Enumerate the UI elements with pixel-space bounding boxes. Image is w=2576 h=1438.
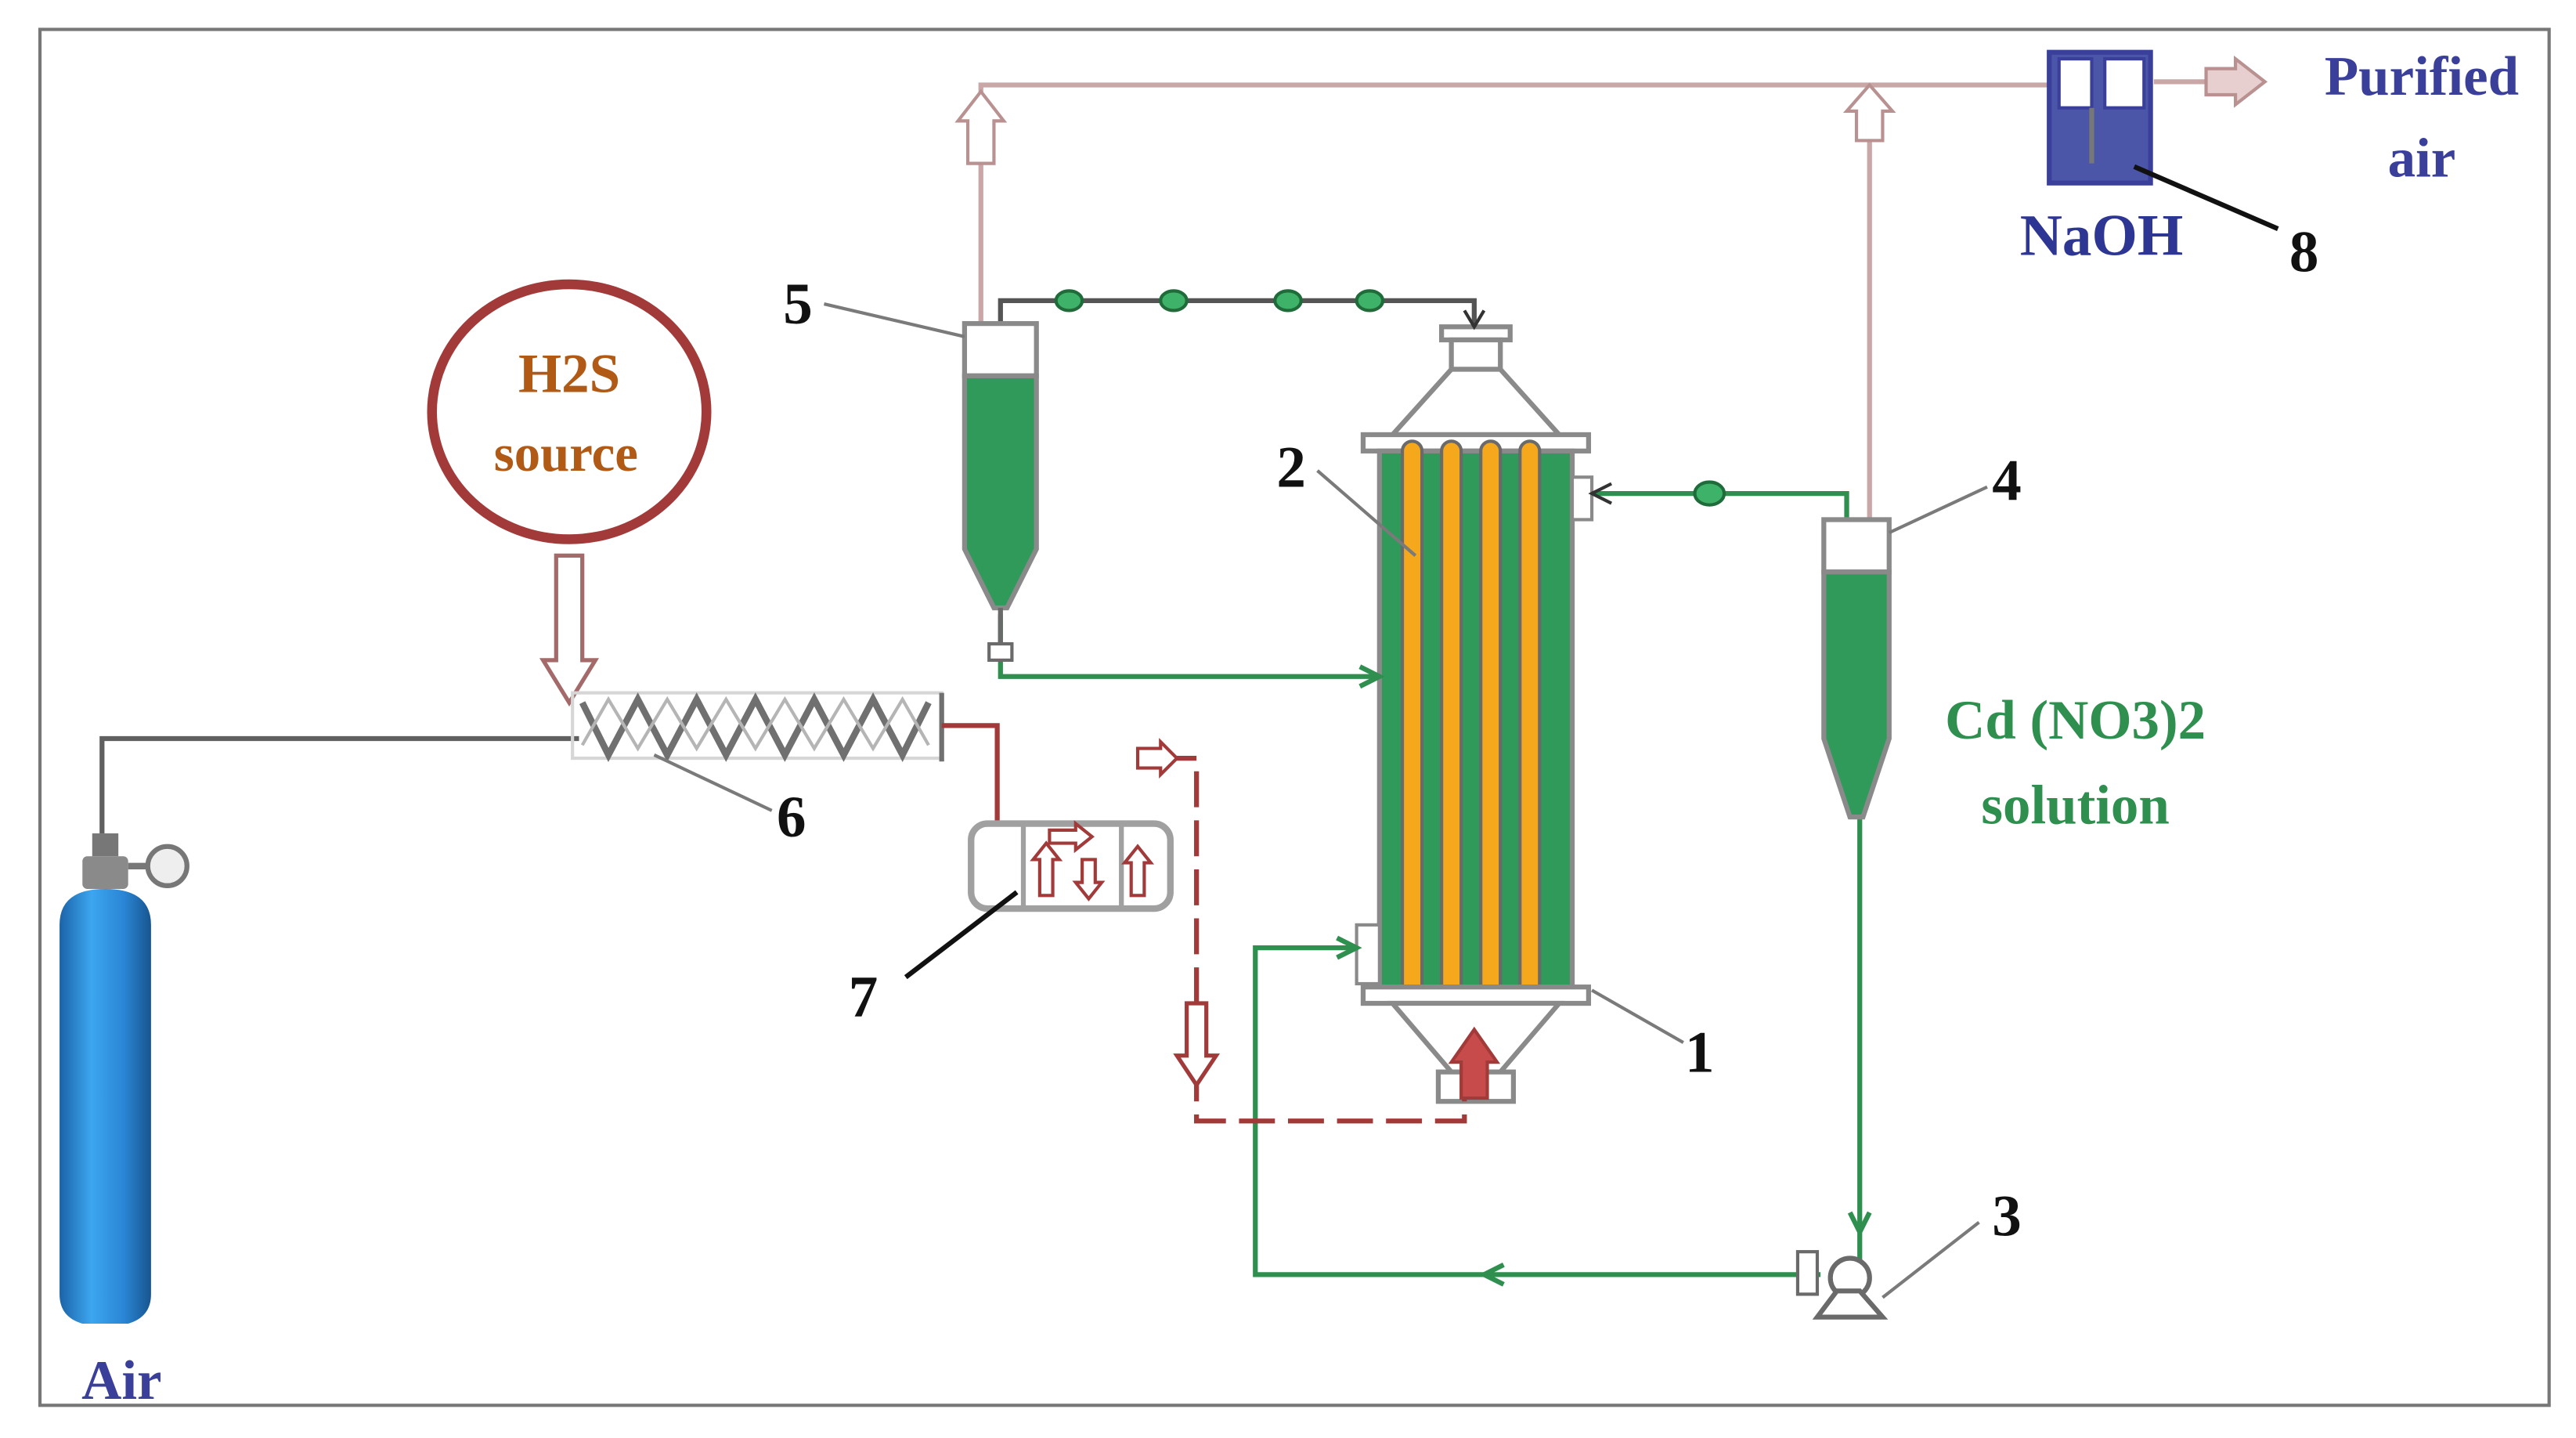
separator-5-icon bbox=[961, 320, 1039, 662]
flow-arrow-icon bbox=[1463, 309, 1486, 331]
up-arrow-icon bbox=[1448, 1026, 1501, 1100]
leader-line-7 bbox=[904, 890, 1019, 980]
solution-name-label: Cd (NO3)2 bbox=[1945, 690, 2206, 751]
diagram-frame bbox=[38, 27, 2551, 1407]
purified-label: Purified bbox=[2325, 46, 2519, 107]
leader-lines bbox=[653, 302, 1988, 1299]
separator-4-icon bbox=[1821, 517, 1892, 820]
marker-1: 1 bbox=[1685, 1021, 1715, 1086]
flow-arrow-icon bbox=[1478, 1263, 1505, 1287]
h2s-label: H2S bbox=[518, 344, 620, 405]
right-arrow-icon bbox=[2204, 55, 2268, 108]
marker-3: 3 bbox=[1992, 1183, 2022, 1248]
naoh-scrubber-icon bbox=[2047, 49, 2153, 186]
pump-icon bbox=[1795, 1250, 1889, 1320]
marker-6: 6 bbox=[777, 785, 806, 850]
air-label: Air bbox=[81, 1350, 161, 1411]
marker-7: 7 bbox=[849, 965, 879, 1030]
right-arrow-icon bbox=[1135, 738, 1180, 779]
air-feed-line bbox=[99, 735, 579, 834]
h2s-source-icon bbox=[427, 279, 712, 544]
liquid-lines bbox=[998, 298, 1863, 1277]
naoh-label: NaOH bbox=[2020, 203, 2184, 268]
down-arrow-icon bbox=[539, 553, 600, 707]
up-arrow-icon bbox=[954, 89, 1008, 165]
marker-8: 8 bbox=[2289, 219, 2319, 284]
purified-air-label: air bbox=[2388, 128, 2456, 189]
solution-label: solution bbox=[1981, 775, 2169, 836]
gas-cylinder-icon bbox=[60, 833, 189, 1324]
gas-mixture-line bbox=[941, 723, 1000, 850]
down-arrow-icon bbox=[1173, 1001, 1221, 1089]
flow-arrow-icon bbox=[1588, 482, 1613, 505]
h2s-source-label: source bbox=[494, 425, 638, 482]
flow-distributor-icon bbox=[968, 820, 1174, 912]
marker-5: 5 bbox=[783, 272, 813, 337]
tube-reactor-icon bbox=[1355, 324, 1594, 1104]
marker-2: 2 bbox=[1276, 435, 1306, 500]
flow-arrow-icon bbox=[1336, 935, 1362, 960]
dashed-gas-line bbox=[1160, 755, 1467, 1124]
flow-beads bbox=[1054, 289, 1726, 507]
leader-line-8 bbox=[2133, 164, 2279, 231]
up-arrow-icon bbox=[1842, 82, 1896, 143]
flow-arrow-icon bbox=[1847, 1211, 1872, 1238]
flow-arrow-icon bbox=[1358, 664, 1385, 689]
marker-4: 4 bbox=[1992, 448, 2022, 513]
